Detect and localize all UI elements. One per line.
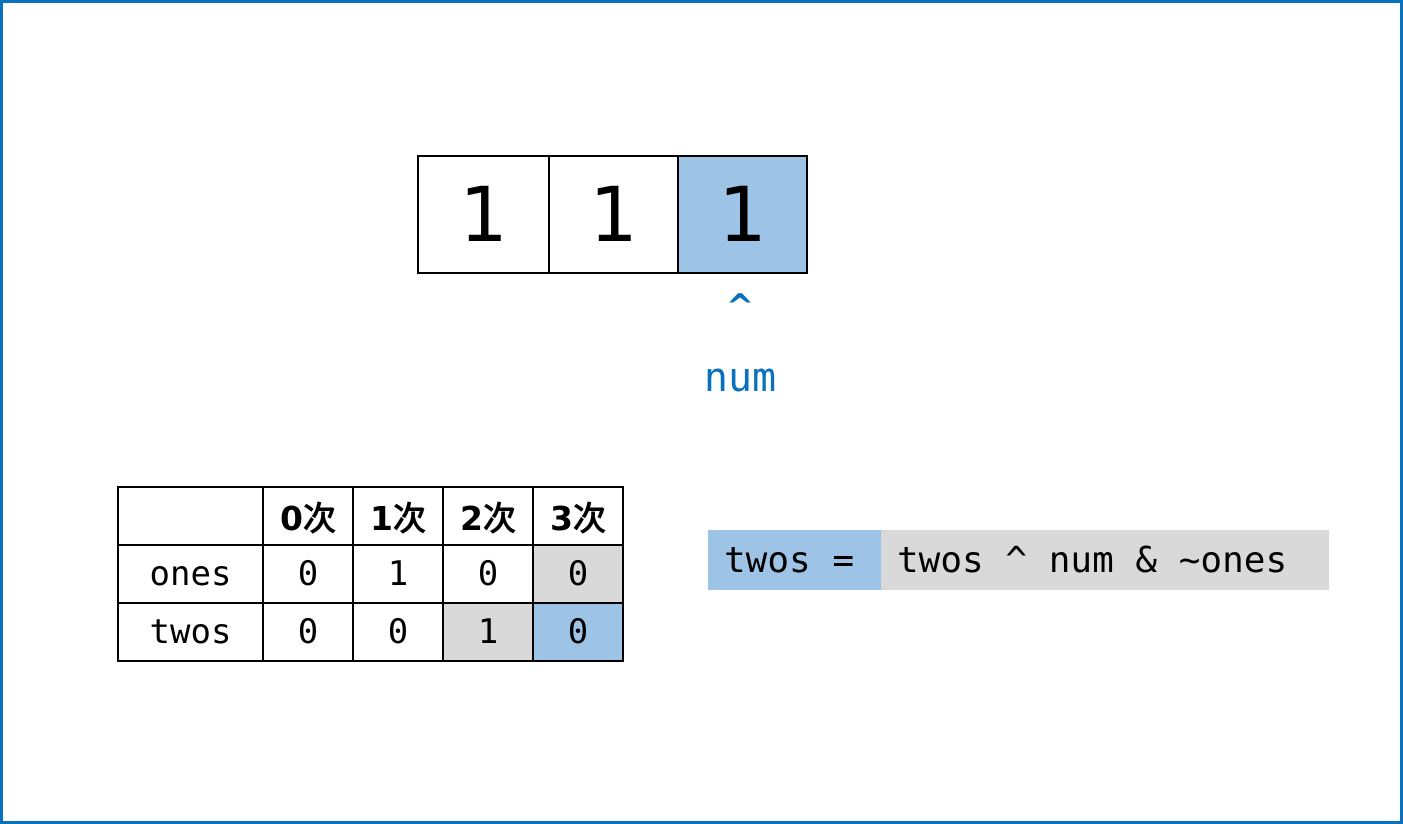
table-cell: 0 [262, 544, 354, 604]
pointer-caret-icon: ^ [725, 287, 755, 327]
table-corner-cell [117, 486, 264, 546]
table-header-cell: 3次 [532, 486, 624, 546]
table-cell: 0 [442, 544, 534, 604]
formula-lhs: twos = [708, 530, 881, 590]
array-cell-current: 1 [677, 157, 806, 272]
array-cell: 1 [419, 157, 548, 272]
table-header-row: 0次 1次 2次 3次 [117, 486, 624, 546]
table-cell: 0 [352, 602, 444, 662]
update-formula: twos = twos ^ num & ~ones [708, 530, 1329, 590]
formula-rhs: twos ^ num & ~ones [881, 530, 1329, 590]
table-cell: 0 [262, 602, 354, 662]
table-cell-current: 0 [532, 602, 624, 662]
table-row-label: twos [117, 602, 264, 662]
table-header-cell: 1次 [352, 486, 444, 546]
table-cell-highlighted: 0 [532, 544, 624, 604]
number-array: 1 1 1 [417, 155, 808, 274]
table-cell-highlighted: 1 [442, 602, 534, 662]
table-header-cell: 0次 [262, 486, 354, 546]
table-row-label: ones [117, 544, 264, 604]
table-cell: 1 [352, 544, 444, 604]
table-row: twos 0 0 1 0 [117, 602, 624, 662]
array-cell: 1 [548, 157, 677, 272]
table-header-cell: 2次 [442, 486, 534, 546]
pointer-label: num [703, 355, 777, 401]
state-table: 0次 1次 2次 3次 ones 0 1 0 0 twos 0 0 1 0 [117, 486, 624, 662]
table-row: ones 0 1 0 0 [117, 544, 624, 604]
